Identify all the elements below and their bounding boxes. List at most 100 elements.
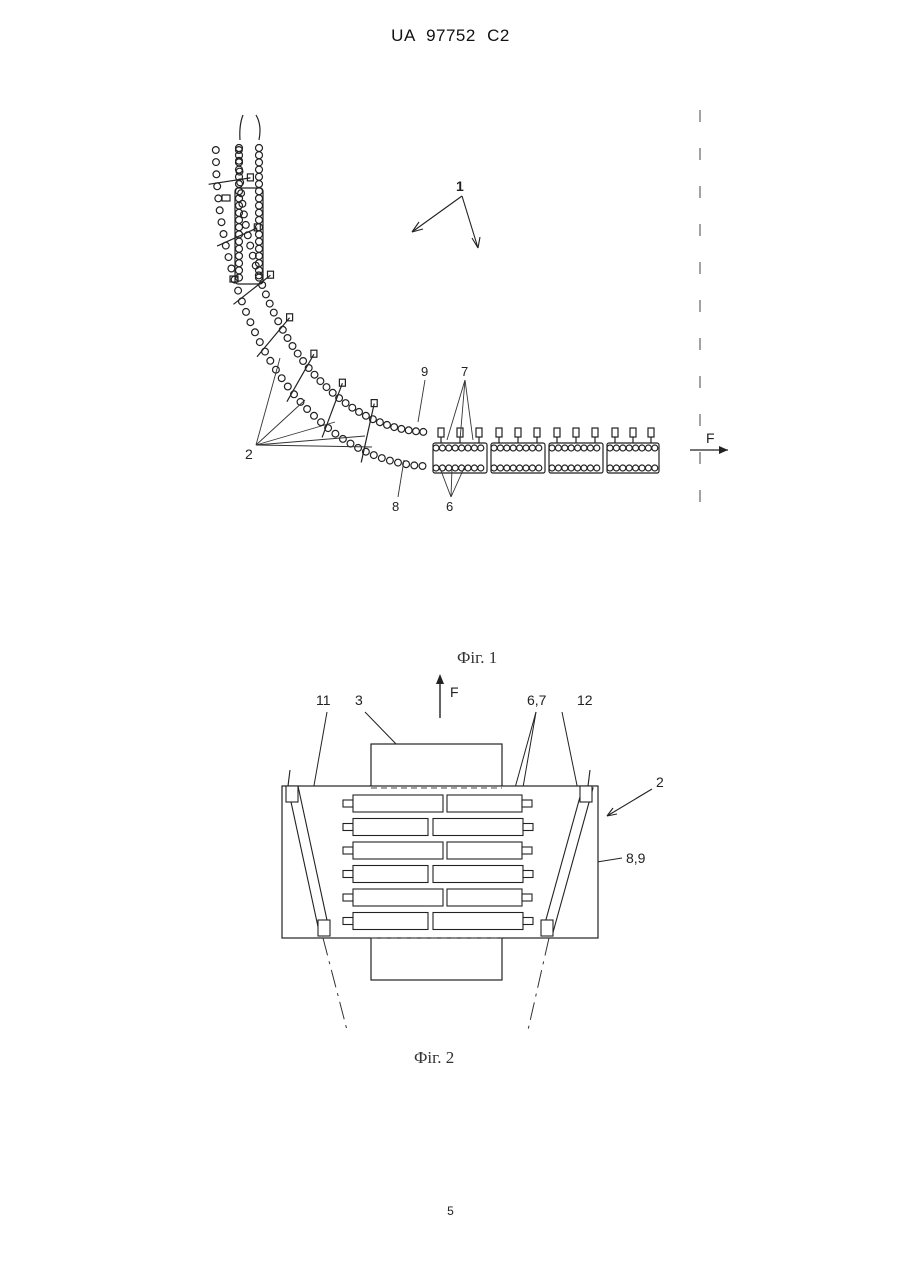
roller [236, 238, 243, 245]
label-f-direction-2: F [450, 684, 459, 700]
label-2: 2 [245, 446, 253, 462]
roller [256, 217, 263, 224]
roller-journal [343, 800, 353, 807]
actuator [630, 428, 636, 437]
roller [433, 465, 439, 471]
roller [236, 253, 243, 260]
leader-line [597, 858, 622, 862]
roller [243, 309, 250, 316]
strand-edge-line [240, 115, 243, 140]
roller [370, 452, 377, 459]
label-8: 8 [392, 499, 399, 514]
roller [256, 231, 263, 238]
roller [311, 371, 318, 378]
roller [256, 224, 263, 231]
roller [329, 389, 336, 396]
actuator [515, 428, 521, 437]
roller [242, 222, 249, 229]
roller [465, 445, 471, 451]
roller [289, 343, 296, 350]
roller [256, 166, 263, 173]
roller [377, 419, 384, 426]
roller-journal [343, 847, 353, 854]
roller [652, 465, 658, 471]
roller [419, 463, 426, 470]
roller [236, 224, 243, 231]
roller [247, 319, 254, 326]
roller [213, 171, 220, 178]
direction-arrow-head [719, 446, 728, 454]
actuator [247, 174, 253, 181]
roller [581, 465, 587, 471]
label-1: 1 [456, 178, 464, 194]
guide-axis-line [323, 938, 347, 1030]
roller [332, 430, 339, 437]
roller [349, 404, 356, 411]
label-8-9: 8,9 [626, 850, 646, 866]
roller [256, 202, 263, 209]
roller-right [433, 866, 523, 883]
roller [607, 445, 613, 451]
roller [645, 465, 651, 471]
roller [626, 445, 632, 451]
roller [555, 445, 561, 451]
roller [529, 465, 535, 471]
leader-line [418, 380, 425, 422]
roller [471, 465, 477, 471]
roller-left [353, 913, 428, 930]
roller [517, 465, 523, 471]
roller [342, 400, 349, 407]
roller [568, 445, 574, 451]
roller [378, 455, 385, 462]
label-12: 12 [577, 692, 593, 708]
roller [355, 445, 362, 452]
roller [613, 445, 619, 451]
leader-lines-6 [440, 468, 464, 497]
roller [275, 318, 282, 325]
roller [391, 424, 398, 431]
actuator [222, 195, 230, 201]
roller [256, 159, 263, 166]
leader-line [607, 789, 652, 816]
roller-journal [523, 871, 533, 878]
roller [363, 412, 370, 419]
segment-frame [433, 443, 487, 473]
guide-axis-line [528, 938, 549, 1030]
segment-link [322, 383, 342, 437]
roller [613, 465, 619, 471]
roller [256, 145, 263, 152]
roller-right [447, 889, 522, 906]
roller [549, 465, 555, 471]
roller [633, 465, 639, 471]
roller-journal [523, 824, 533, 831]
roller [478, 465, 484, 471]
roller [562, 445, 568, 451]
leader-line [412, 196, 462, 232]
actuator [311, 350, 317, 357]
roller [504, 465, 510, 471]
roller-strand-drawing [209, 145, 659, 474]
roller [581, 445, 587, 451]
roller [452, 445, 458, 451]
roller [318, 419, 325, 426]
roller [212, 147, 219, 154]
roller [529, 445, 535, 451]
actuator [648, 428, 654, 437]
actuator [612, 428, 618, 437]
page-number: 5 [0, 1204, 901, 1218]
roller-journal [522, 847, 532, 854]
leader-lines-7 [447, 380, 473, 440]
roller [446, 465, 452, 471]
roller [235, 287, 242, 294]
roller [225, 254, 232, 261]
roller [478, 445, 484, 451]
roller-journal [343, 918, 353, 925]
roller [549, 445, 555, 451]
roller [270, 309, 277, 316]
roller [284, 335, 291, 342]
roller [471, 445, 477, 451]
roller [413, 428, 420, 435]
roller [620, 465, 626, 471]
roller [446, 445, 452, 451]
roller [491, 445, 497, 451]
